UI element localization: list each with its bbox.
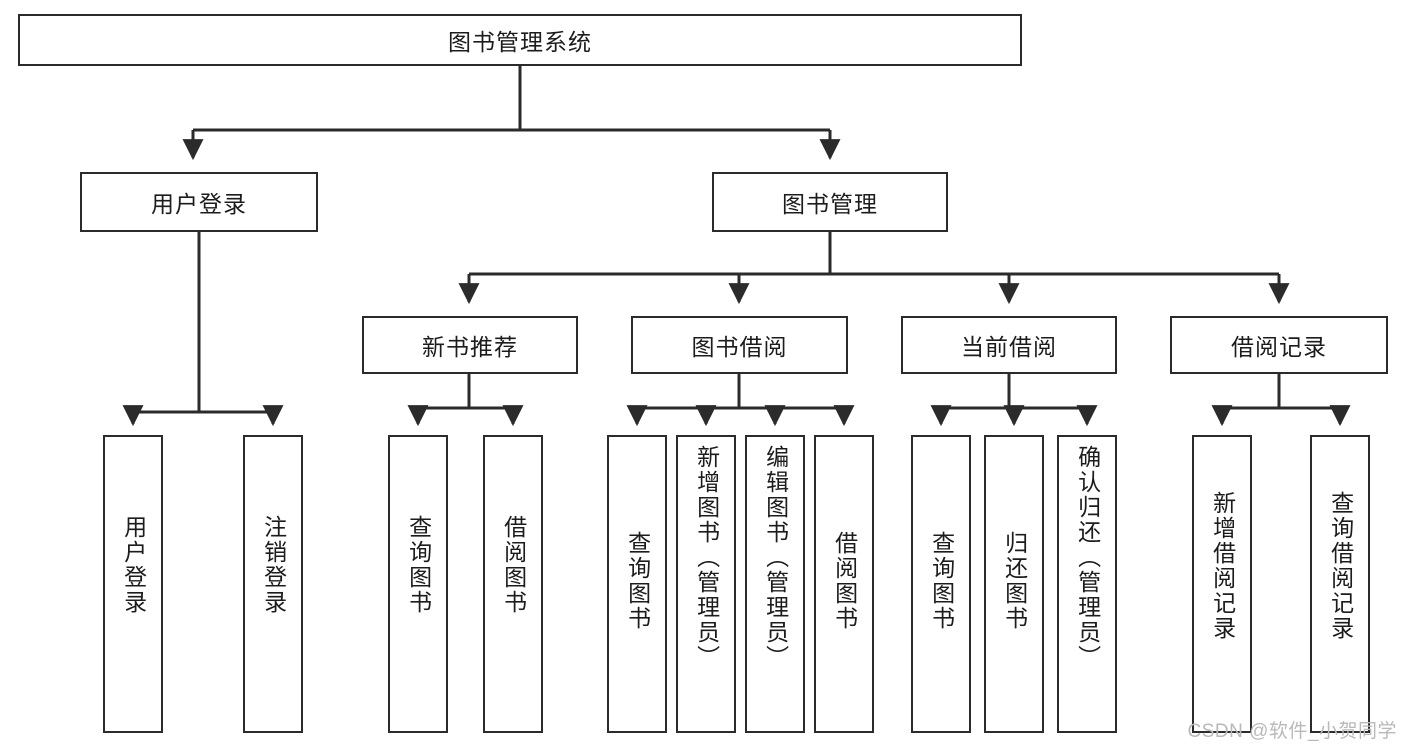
node-leaf-logout-label: 注销登录 [260,515,287,615]
node-leaf-user-login[interactable]: 用户登录 [103,435,163,733]
node-leaf-add-record-label: 新增借阅记录 [1209,491,1236,641]
node-book-borrow-label: 图书借阅 [691,334,788,360]
node-leaf-logout[interactable]: 注销登录 [243,435,303,733]
node-book-borrow[interactable]: 图书借阅 [631,316,848,374]
node-leaf-query-book-rec-label: 查询图书 [405,515,432,615]
node-leaf-add-record[interactable]: 新增借阅记录 [1192,435,1252,733]
node-book-manage[interactable]: 图书管理 [712,172,948,232]
node-leaf-borrow-book-rec[interactable]: 借阅图书 [483,435,543,733]
node-current-borrow[interactable]: 当前借阅 [901,316,1117,374]
node-leaf-borrow-book-rec-label: 借阅图书 [500,515,527,615]
node-leaf-query-book-rec[interactable]: 查询图书 [388,435,448,733]
node-root[interactable]: 图书管理系统 [18,14,1022,66]
node-leaf-edit-book[interactable]: 编辑图书（管理员） [745,435,805,733]
node-leaf-query-book[interactable]: 查询图书 [607,435,667,733]
node-root-label: 图书管理系统 [448,29,592,55]
node-leaf-add-book[interactable]: 新增图书（管理员） [676,435,736,733]
node-user-login[interactable]: 用户登录 [80,172,318,232]
node-leaf-query-record-label: 查询借阅记录 [1327,491,1354,641]
node-borrow-record-label: 借阅记录 [1231,334,1327,360]
node-current-borrow-label: 当前借阅 [961,334,1057,360]
node-leaf-query-record[interactable]: 查询借阅记录 [1310,435,1370,733]
node-new-book-rec-label: 新书推荐 [422,334,518,360]
node-leaf-borrow-book[interactable]: 借阅图书 [814,435,874,733]
node-leaf-borrow-book-label: 借阅图书 [831,531,858,631]
node-leaf-query-book-cur[interactable]: 查询图书 [911,435,971,733]
node-user-login-label: 用户登录 [151,191,247,217]
csdn-watermark: CSDN @软件_小贺同学 [1187,721,1397,742]
node-leaf-confirm-return[interactable]: 确认归还（管理员） [1057,435,1117,733]
node-borrow-record[interactable]: 借阅记录 [1170,316,1388,374]
node-leaf-user-login-label: 用户登录 [120,515,147,615]
node-leaf-return-book-label: 归还图书 [1001,531,1028,631]
node-leaf-return-book[interactable]: 归还图书 [984,435,1044,733]
node-leaf-edit-book-label: 编辑图书（管理员） [762,445,789,670]
node-book-manage-label: 图书管理 [782,191,878,217]
node-new-book-rec[interactable]: 新书推荐 [362,316,578,374]
node-leaf-add-book-label: 新增图书（管理员） [693,445,720,670]
node-leaf-confirm-return-label: 确认归还（管理员） [1074,445,1101,670]
node-leaf-query-book-label: 查询图书 [624,531,651,631]
node-leaf-query-book-cur-label: 查询图书 [928,531,955,631]
